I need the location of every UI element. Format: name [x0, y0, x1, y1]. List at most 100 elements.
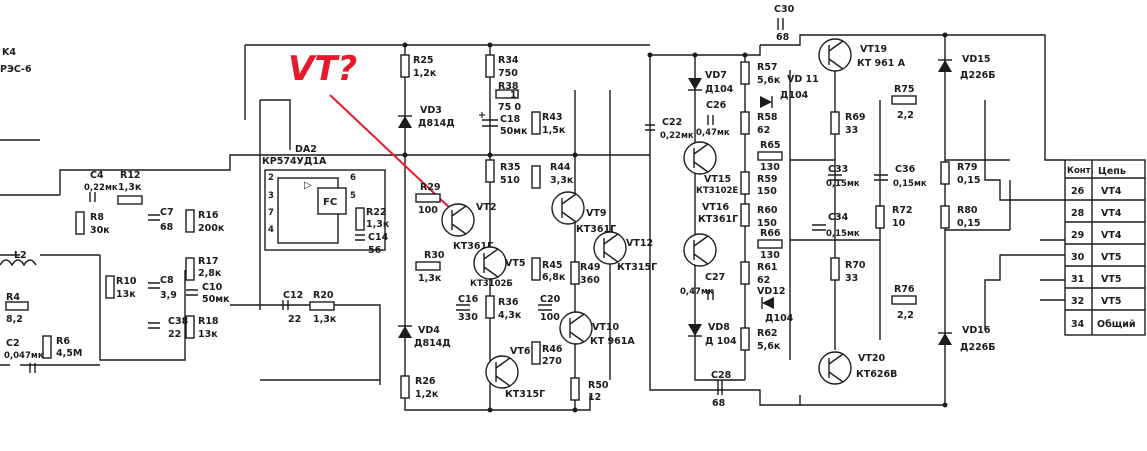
c27-val: 0,47мк: [680, 287, 714, 297]
c34-ref: C34: [828, 212, 849, 223]
r22-ref: R22: [366, 207, 387, 218]
c12-val: 22: [288, 314, 301, 325]
resistor-r38: [495, 89, 519, 99]
resistor-r26: [400, 375, 410, 399]
transistor-vt6: [485, 355, 519, 389]
vt2-type: КТ361Г: [453, 241, 493, 252]
r16-ref: R16: [198, 210, 219, 221]
annotation-arrow-line: [329, 94, 453, 211]
c7-val: 68: [160, 222, 174, 233]
c18-val: 50мк: [500, 126, 528, 137]
r18-ref: R18: [198, 316, 219, 327]
vt20-ref: VT20: [858, 353, 885, 364]
c2-ref: C2: [6, 338, 20, 349]
r46-ref: R46: [542, 344, 563, 355]
vt20-type: КТ626В: [856, 369, 897, 380]
resistor-r59: [740, 171, 750, 195]
vt16-ref: VT16: [702, 202, 729, 213]
resistor-r60: [740, 203, 750, 227]
r18-val: 13к: [198, 329, 218, 340]
r44-ref: R44: [550, 162, 571, 173]
r20-ref: R20: [313, 290, 334, 301]
resistor-r17: [185, 257, 195, 281]
diode-vd11-symbol: [760, 96, 772, 108]
resistor-r62: [740, 327, 750, 351]
c16-val: 330: [458, 312, 478, 323]
r70-val: 33: [845, 273, 858, 284]
r58-val: 62: [757, 125, 770, 136]
vt2-ref: VT2: [476, 202, 496, 213]
resistor-r18: [185, 315, 195, 339]
resistor-r10: [105, 275, 115, 299]
vt5-type: КТ3102Б: [470, 279, 513, 289]
da2-pin-6: 6: [350, 173, 356, 183]
diode-vd4-symbol: [398, 326, 412, 338]
transistor-vt9: [551, 191, 585, 225]
r38-ref: R38: [498, 81, 519, 92]
connector-pin-30: 30: [1071, 252, 1085, 263]
da2-fc-box: [317, 187, 347, 215]
c14-val: 56: [368, 245, 382, 256]
resistor-r69: [830, 111, 840, 135]
r26-ref: R26: [415, 376, 436, 387]
r4-val: 8,2: [6, 314, 23, 325]
da2-type: КР574УД1А: [262, 156, 327, 167]
connector-net-34: Общий: [1097, 319, 1136, 330]
r69-ref: R69: [845, 112, 866, 123]
transistors: VT2 КТ361Г VT5 КТ3102Б VT6 КТ315Г VT9 КТ…: [441, 38, 906, 400]
r45-ref: R45: [542, 260, 563, 271]
r44-val: 3,3к: [550, 175, 574, 186]
vt5-ref: VT5: [505, 258, 525, 269]
r22-val: 1,3к: [366, 219, 390, 230]
resistor-r50: [570, 377, 580, 401]
r30-ref: R30: [424, 250, 445, 261]
resistor-r49: [570, 261, 580, 285]
vd11-type: Д104: [780, 90, 809, 101]
vt12-ref: VT12: [626, 238, 653, 249]
diodes: VD3 Д814Д VD4 Д814Д VD7 Д104 VD8 Д 104 V…: [398, 54, 996, 353]
r6-val: 4,5М: [56, 348, 82, 359]
diode-vd8-symbol: [688, 324, 702, 336]
r49-val: 360: [580, 275, 600, 286]
r20-val: 1,3к: [313, 314, 337, 325]
vt15-ref: VT15: [704, 174, 731, 185]
r57-ref: R57: [757, 62, 778, 73]
c8-val: 3,9: [160, 290, 177, 301]
r66-ref: R66: [760, 228, 781, 239]
resistor-r22: [355, 207, 365, 231]
resistor-r70: [830, 257, 840, 281]
r60-val: 150: [757, 218, 777, 229]
resistor-r43: [531, 111, 541, 135]
c8-ref: C8: [160, 275, 174, 286]
c33-val: 0,15мк: [826, 179, 860, 189]
resistor-r66: [757, 239, 783, 249]
c20-val: 100: [540, 312, 560, 323]
vt6-type: КТ315Г: [505, 389, 545, 400]
r80-ref: R80: [957, 205, 978, 216]
resistor-r25: [400, 54, 410, 78]
r60-ref: R60: [757, 205, 778, 216]
transistor-vt16: [683, 233, 717, 267]
c16-ref: C16: [458, 294, 479, 305]
r61-ref: R61: [757, 262, 778, 273]
vd12-ref: VD12: [757, 286, 785, 297]
connector-net-29: VT4: [1101, 230, 1122, 241]
c14-ref: C14: [368, 232, 389, 243]
vd16-type: Д226Б: [960, 342, 996, 353]
r50-val: 12: [588, 392, 601, 403]
r34-ref: R34: [498, 55, 519, 66]
vd4-type: Д814Д: [414, 338, 451, 349]
c12-ref: C12: [283, 290, 303, 301]
r35-ref: R35: [500, 162, 521, 173]
wiring: [0, 34, 1065, 411]
connector-pin-26: 26: [1071, 186, 1085, 197]
c33-ref: C33: [828, 164, 848, 175]
r25-ref: R25: [413, 55, 434, 66]
r66-val: 130: [760, 250, 780, 261]
r6-ref: R6: [56, 336, 70, 347]
r72-val: 10: [892, 218, 906, 229]
r75-ref: R75: [894, 84, 915, 95]
r12-val: 1,3к: [118, 182, 142, 193]
vt12-type: КТ315Г: [617, 262, 657, 273]
